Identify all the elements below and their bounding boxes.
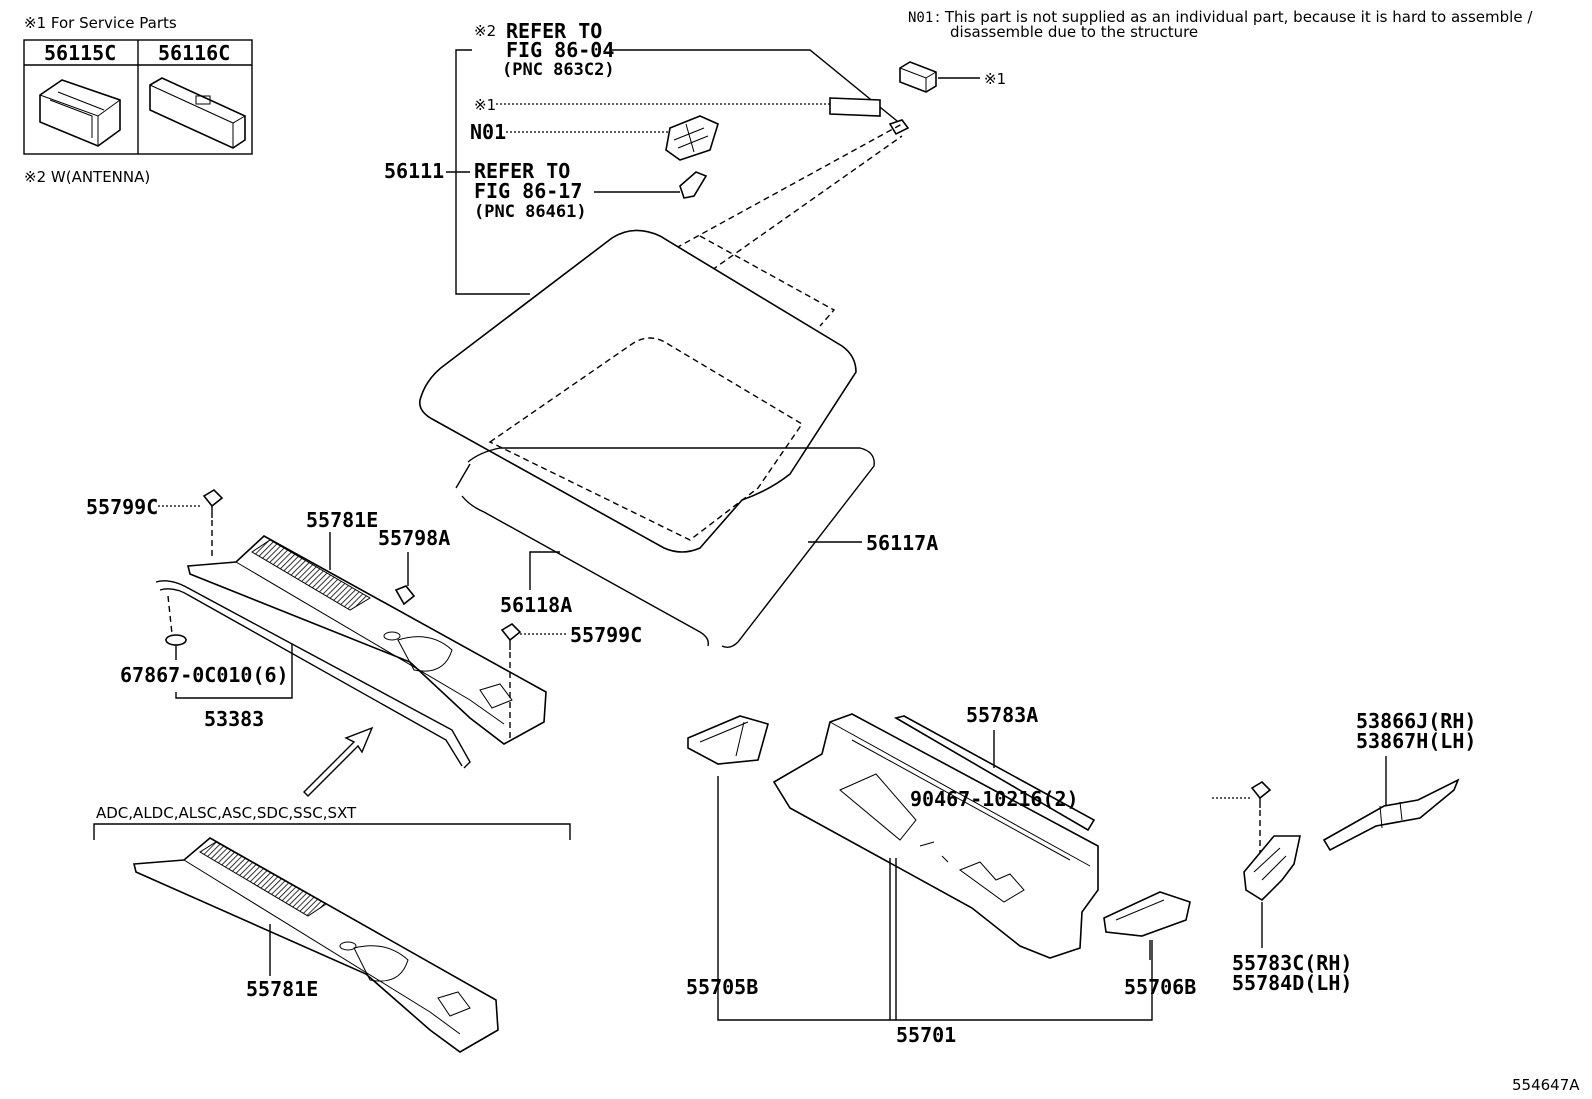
part-55783a: 55783A: [966, 703, 1038, 727]
strip-drawing: [829, 97, 881, 117]
ref2-part-drawing: [679, 171, 708, 199]
bracket-55705b-drawing: [687, 715, 769, 765]
ref2-line2: FIG 86-17: [474, 179, 582, 203]
seal-55783a-drawing: [893, 715, 1096, 832]
n01-note-line2: disassemble due to the structure: [950, 23, 1198, 41]
ref2-line1: REFER TO: [474, 159, 570, 183]
antenna-clip-drawing: [888, 119, 910, 136]
part-55799c-right: 55799C: [570, 623, 642, 647]
part-55781e-bottom: 55781E: [246, 977, 318, 1001]
bracket-53866j-drawing: [1322, 778, 1460, 852]
variant-list: ADC,ALDC,ALSC,ASC,SDC,SSC,SXT: [96, 804, 357, 822]
bracket-55706b-drawing: [1103, 891, 1191, 937]
figure-id: 554647A: [1512, 1076, 1580, 1094]
ref1-line3: (PNC 863C2): [502, 60, 615, 80]
service-parts-title: ※1 For Service Parts: [24, 14, 177, 32]
clip-55798a-drawing: [394, 585, 416, 606]
part-56111: 56111: [384, 159, 444, 183]
part-67867: 67867-0C010(6): [120, 663, 289, 687]
windshield-drawing: [418, 229, 875, 649]
n01-part-drawing: [665, 115, 719, 161]
ref1-mark: ※2: [474, 22, 496, 40]
n01-label: N01: [470, 120, 506, 144]
part-53867h: 53867H(LH): [1356, 729, 1476, 753]
service-part-56116c: 56116C: [158, 41, 230, 65]
antenna-note: ※2 W(ANTENNA): [24, 168, 150, 186]
n01-note-line1: : This part is not supplied as an indivi…: [935, 8, 1533, 26]
service-part-56115c: 56115C: [44, 41, 116, 65]
part-56117a: 56117A: [866, 531, 938, 555]
part-56118a: 56118A: [500, 593, 572, 617]
part-55784d: 55784D(LH): [1232, 971, 1352, 995]
part-53383: 53383: [204, 707, 264, 731]
ref1-line2: FIG 86-04: [506, 38, 614, 62]
arrow-icon: [303, 726, 374, 797]
strip-56116c-drawing: [149, 77, 246, 149]
clip-56115c-drawing: [39, 79, 121, 147]
part-55701: 55701: [896, 1023, 956, 1047]
clip-67867-drawing: [165, 595, 187, 660]
mark-1-top-right: ※1: [984, 70, 1006, 88]
cowl-lower-panel-55701-drawing: [772, 713, 1099, 959]
part-55783c: 55783C(RH): [1232, 951, 1352, 975]
part-55706b: 55706B: [1124, 975, 1196, 999]
cowl-top-panel-55781e-drawing: [186, 535, 547, 745]
ref1-line1: REFER TO: [506, 19, 602, 43]
part-55799c-left: 55799C: [86, 495, 158, 519]
mark-1-strip: ※1: [474, 96, 496, 114]
clip-55799c-right-drawing: [500, 622, 522, 650]
bracket-55783c-drawing: [1243, 835, 1301, 902]
part-55798a: 55798A: [378, 526, 450, 550]
service-parts-table: 56115C 56116C: [23, 39, 253, 155]
part-53866j: 53866J(RH): [1356, 709, 1476, 733]
part-55705b: 55705B: [686, 975, 758, 999]
part-55781e-top: 55781E: [306, 508, 378, 532]
clip-top-right-drawing: [899, 61, 937, 93]
cowl-panel-55781e-variant-drawing: [132, 837, 499, 1053]
clip-90467-drawing: [1250, 780, 1272, 808]
clip-55799c-left-drawing: [202, 488, 224, 518]
ref2-line3: (PNC 86461): [474, 202, 587, 222]
n01-note-code: N01: [908, 10, 933, 26]
part-90467: 90467-10216(2): [910, 787, 1079, 811]
